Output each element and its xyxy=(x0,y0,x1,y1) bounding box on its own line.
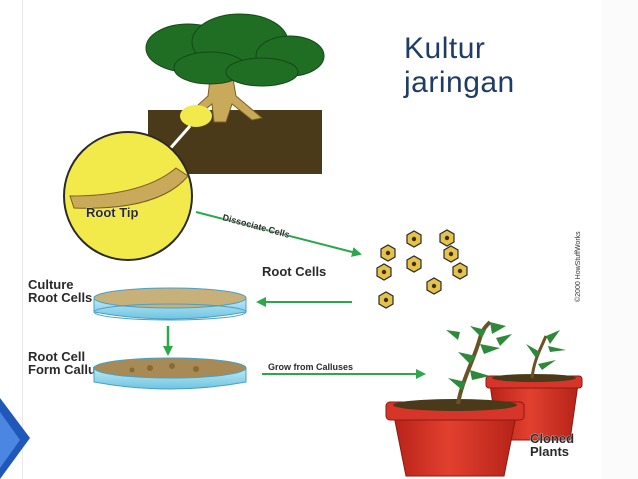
slide-right-margin xyxy=(602,0,638,479)
cloned-plants: Cloned Plants xyxy=(385,320,583,477)
label-cloned-line1: Cloned xyxy=(530,431,574,446)
label-cloned-line2: Plants xyxy=(530,444,569,459)
slide-left-margin xyxy=(0,0,23,479)
grow-step: Grow from Calluses xyxy=(262,362,426,379)
slide-title-line2: jaringan xyxy=(404,66,515,99)
plant-front-stem xyxy=(456,320,492,405)
slide-title: Kultur jaringan xyxy=(404,32,594,100)
label-callus-line1: Root Cell xyxy=(28,349,85,364)
root-tip-magnified: Root Tip xyxy=(63,131,193,261)
label-culture-line2: Root Cells xyxy=(28,290,92,305)
root-tip-root xyxy=(69,167,189,209)
corner-chevron-decoration xyxy=(0,398,30,479)
label-root-cells: Root Cells xyxy=(262,264,326,279)
label-root-tip: Root Tip xyxy=(86,205,139,220)
root-tip-highlight xyxy=(180,105,212,127)
tree-illustration xyxy=(145,13,325,174)
root-cells-hexagons xyxy=(376,229,468,309)
root-cells-group: Root Cells xyxy=(262,229,468,309)
label-culture-line1: Culture xyxy=(28,277,74,292)
slide-title-line1: Kultur xyxy=(404,32,486,65)
copyright-text: ©2000 HowStuffWorks xyxy=(574,231,582,302)
arrow-dissociate xyxy=(195,211,362,257)
plant-back-stem xyxy=(530,335,548,379)
pot-front xyxy=(393,415,517,477)
dissociate-step: Dissociate Cells xyxy=(195,211,362,257)
label-grow-from-calluses: Grow from Calluses xyxy=(268,362,353,372)
tree-canopy xyxy=(145,13,325,87)
label-dissociate-cells: Dissociate Cells xyxy=(221,212,290,240)
culture-dish: Culture Root Cells xyxy=(28,277,247,321)
callus-dish: Root Cell Form Calluses xyxy=(28,349,247,390)
